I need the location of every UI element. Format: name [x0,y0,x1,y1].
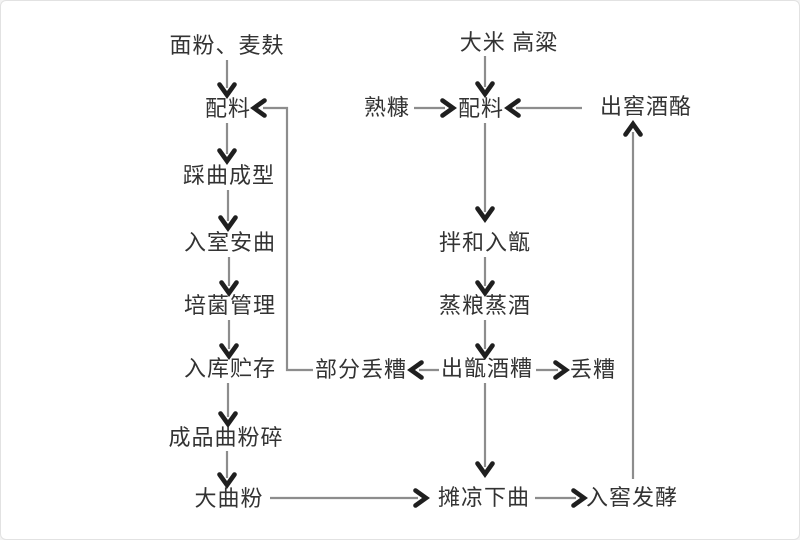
node-rice-sorghum: 大米 高粱 [459,30,559,55]
arrow-cooked-chaff-to-ingredients-right [414,98,457,118]
arrow-rice-sorghum-to-ingredients-right [475,56,495,98]
node-pit-fermentation: 入窖发酵 [585,485,679,510]
arrow-treading-qu-to-qu-into-room [218,190,238,232]
arrow-daqu-powder-to-spread-cool [270,488,430,508]
arrow-ingredients-right-to-mix-into-steamer [475,123,495,223]
node-daqu-powder: 大曲粉 [194,486,264,511]
arrow-pit-fermentation-to-pit-exit-mash [623,120,643,479]
arrow-partial-discard-to-ingredients-left [250,98,313,372]
node-cooked-chaff: 熟糠 [363,95,411,120]
node-culture-management: 培菌管理 [183,293,277,318]
node-warehouse-storage: 入库贮存 [183,356,277,381]
arrow-warehouse-storage-to-finished-qu-crushing [218,383,238,428]
node-mix-into-steamer: 拌和入甑 [438,230,532,255]
arrow-ingredients-left-to-treading-qu [217,123,237,165]
node-partial-discard-grains: 部分丢糟 [314,357,408,382]
arrow-steamer-exit-grains-to-partial-discard [407,360,439,380]
node-ingredients-left: 配料 [204,96,252,121]
node-steam-grain-distill: 蒸粮蒸酒 [438,293,532,318]
arrow-pit-exit-mash-to-ingredients-right [504,98,582,118]
arrow-culture-management-to-warehouse-storage [219,320,239,360]
node-steamer-exit-grains: 出甑酒糟 [440,356,534,381]
arrow-finished-qu-crushing-to-daqu-powder [217,451,237,489]
arrow-steamer-exit-grains-to-discard [536,360,570,380]
node-treading-qu: 踩曲成型 [182,163,276,188]
node-finished-qu-crushing: 成品曲粉碎 [168,425,284,450]
node-pit-exit-mash: 出窖酒酪 [599,94,693,119]
node-discard-grains: 丢糟 [569,357,617,382]
arrow-steam-grain-distill-to-steamer-exit-grains [475,320,495,360]
arrow-steamer-exit-grains-to-spread-cool [475,383,495,478]
node-flour-bran: 面粉、麦麸 [169,33,285,58]
arrow-mix-into-steamer-to-steam-grain-distill [475,257,495,297]
node-qu-into-room: 入室安曲 [183,230,277,255]
arrow-spread-cool-to-pit-fermentation [535,488,588,508]
node-spread-cool-add-qu: 摊凉下曲 [437,485,531,510]
arrow-qu-into-room-to-culture-management [219,257,239,297]
arrow-flour-to-ingredients-left [217,60,237,99]
node-ingredients-right: 配料 [457,96,505,121]
